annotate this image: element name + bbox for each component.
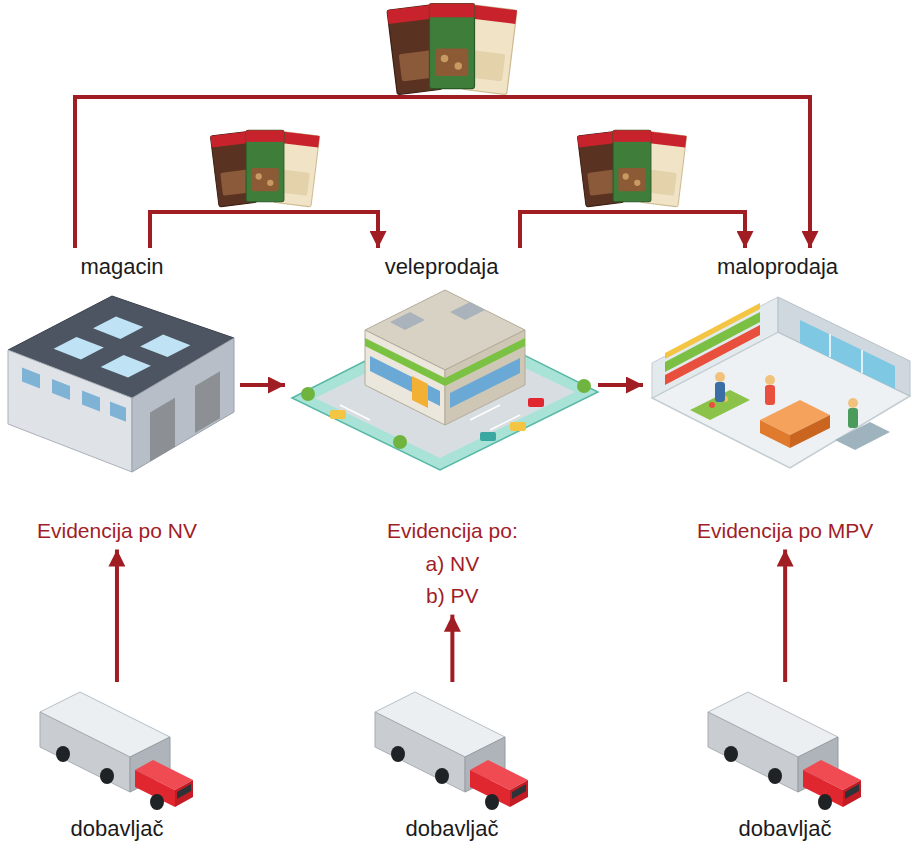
record-text: b) PV bbox=[387, 580, 518, 613]
wholesale-building bbox=[480, 432, 496, 441]
record-text: a) NV bbox=[387, 548, 518, 581]
wholesale-building bbox=[330, 410, 346, 419]
wholesale-building bbox=[370, 356, 440, 406]
retail-store bbox=[861, 350, 863, 373]
record-note: Evidencija po:a) NVb) PV bbox=[379, 513, 526, 615]
chocolate-bars bbox=[577, 130, 686, 207]
flow-arrow bbox=[75, 97, 810, 248]
location-node: veleprodaja bbox=[285, 248, 598, 476]
wholesale-building bbox=[577, 379, 591, 393]
record-text: Evidencija po MPV bbox=[697, 515, 873, 548]
wholesale-building bbox=[450, 358, 520, 408]
flow-arrow bbox=[598, 383, 643, 387]
location-label: maloprodaja bbox=[717, 254, 838, 280]
retail-store bbox=[715, 372, 725, 382]
truck-icon bbox=[708, 692, 861, 810]
flow-arrow bbox=[783, 550, 787, 682]
warehouse-building bbox=[140, 335, 190, 358]
record-note: Evidencija po NV bbox=[29, 513, 205, 550]
flow-arrow bbox=[240, 383, 285, 387]
truck-icon bbox=[40, 692, 193, 810]
wholesale-building bbox=[412, 376, 428, 408]
wholesale-building bbox=[365, 330, 445, 425]
wholesale-building bbox=[445, 330, 525, 425]
flow-arrow bbox=[150, 212, 378, 248]
warehouse-building bbox=[110, 402, 126, 422]
flow-arrow bbox=[115, 550, 119, 682]
flow-arrow bbox=[520, 212, 745, 248]
truck-icon bbox=[375, 692, 528, 810]
retail-store bbox=[835, 422, 890, 450]
retail-store bbox=[665, 312, 760, 372]
wholesale-building bbox=[393, 435, 407, 449]
retail-store bbox=[778, 297, 910, 396]
retail-store bbox=[760, 420, 790, 448]
warehouse-building bbox=[22, 367, 40, 388]
warehouse-building bbox=[8, 296, 234, 472]
wholesale-building bbox=[301, 387, 315, 401]
retail-store bbox=[652, 297, 778, 398]
retail-store bbox=[765, 375, 775, 385]
supplier-node: dobavljač bbox=[32, 682, 202, 848]
warehouse-building bbox=[8, 350, 132, 472]
record-note: Evidencija po MPV bbox=[689, 513, 881, 550]
warehouse-building bbox=[150, 398, 175, 462]
warehouse-building bbox=[82, 391, 100, 412]
warehouse-building bbox=[52, 379, 70, 400]
supplier-label: dobavljač bbox=[739, 816, 832, 842]
warehouse-building bbox=[195, 371, 220, 433]
retail-store bbox=[715, 382, 725, 402]
retail-store bbox=[652, 297, 910, 468]
retail-store bbox=[765, 385, 775, 405]
supplier-node: dobavljač bbox=[700, 682, 870, 848]
retail-store bbox=[848, 398, 858, 408]
retail-store bbox=[665, 303, 760, 359]
supplier-label: dobavljač bbox=[406, 816, 499, 842]
wholesale-building bbox=[510, 422, 526, 431]
retail-store bbox=[800, 320, 895, 389]
warehouse-building bbox=[101, 355, 151, 378]
warehouse-building bbox=[54, 337, 104, 360]
chocolate-bars bbox=[210, 130, 319, 207]
location-node: magacin bbox=[4, 248, 240, 476]
record-text: Evidencija po NV bbox=[37, 515, 197, 548]
record-text: Evidencija po: bbox=[387, 515, 518, 548]
chocolate-bars bbox=[387, 4, 517, 95]
retail-store bbox=[709, 402, 715, 408]
flow-arrow bbox=[450, 615, 454, 682]
wholesale-building bbox=[528, 398, 544, 407]
retail-store bbox=[848, 408, 858, 428]
location-label: magacin bbox=[80, 254, 163, 280]
supplier-label: dobavljač bbox=[71, 816, 164, 842]
warehouse-building bbox=[93, 316, 143, 339]
wholesale-building bbox=[292, 290, 598, 470]
retail-store bbox=[790, 415, 830, 448]
retail-store bbox=[829, 334, 831, 357]
warehouse-building bbox=[132, 338, 234, 472]
wholesale-building bbox=[450, 302, 485, 320]
supplier-node: dobavljač bbox=[367, 682, 537, 848]
location-node: maloprodaja bbox=[643, 248, 912, 476]
wholesale-building bbox=[390, 312, 425, 330]
location-label: veleprodaja bbox=[385, 254, 499, 280]
